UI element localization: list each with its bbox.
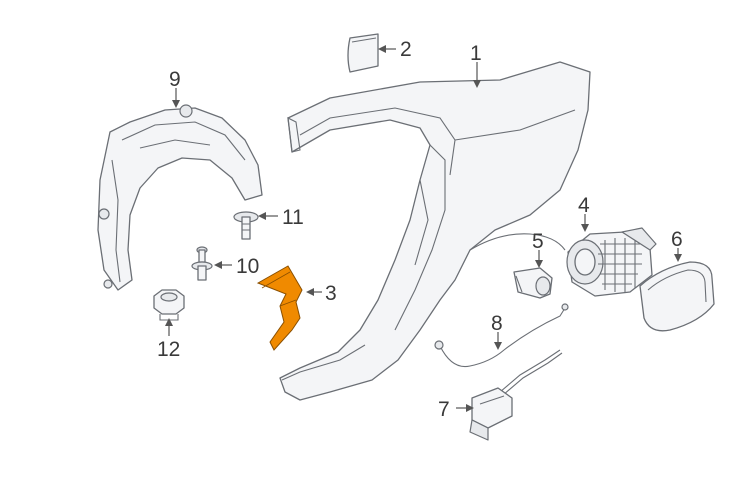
part-6-fuel-flap [639,261,715,332]
callout-2: 2 [400,38,412,61]
callout-11: 11 [282,206,304,229]
part-11-push-clip [233,211,259,240]
part-12-nut [153,289,185,321]
part-10-screw-clip [191,246,213,281]
part-1-quarter-panel [279,61,591,401]
callout-12: 12 [157,338,180,361]
part-8-cable [434,303,569,368]
callout-6: 6 [671,228,683,251]
part-2-trim-piece [347,33,379,73]
part-5-actuator [513,267,553,299]
part-9-wheel-arch-liner [97,104,263,291]
part-7-lock-actuator [469,349,563,441]
callout-7: 7 [438,398,450,421]
callout-4: 4 [578,194,590,217]
callout-10: 10 [236,255,259,278]
callout-9: 9 [169,68,181,91]
part-3-bracket-highlighted [256,265,303,351]
leader-lines [165,45,682,412]
callout-1: 1 [470,42,482,65]
callout-3: 3 [325,282,337,305]
callout-5: 5 [532,230,544,253]
callout-8: 8 [491,312,503,335]
part-4-fuel-filler-housing [566,227,657,297]
